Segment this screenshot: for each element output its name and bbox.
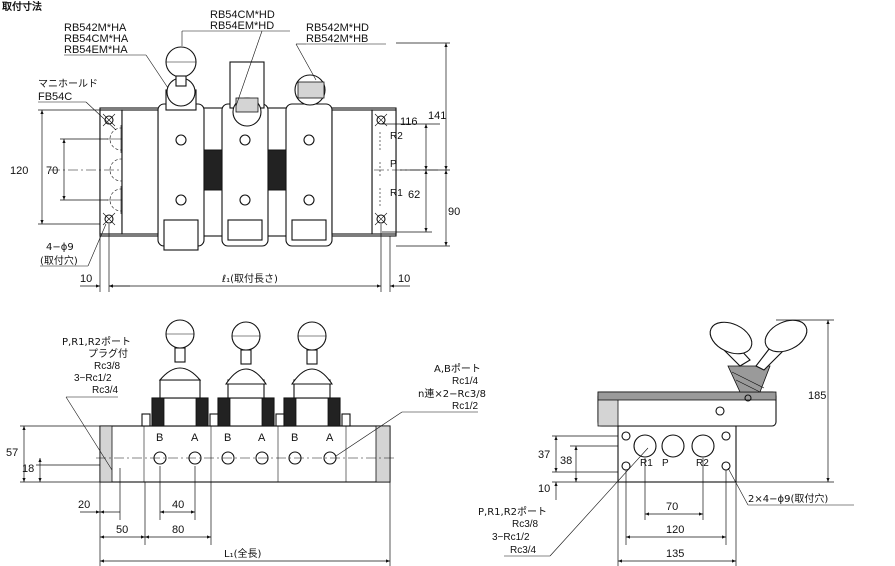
front-view: B A B A B A xyxy=(6,319,486,566)
dim-37: 37 xyxy=(538,449,550,461)
side-port-r2: R2 xyxy=(696,458,709,469)
dim-80: 80 xyxy=(172,524,184,536)
dim-18: 18 xyxy=(22,463,34,475)
dim-57: 57 xyxy=(6,447,18,459)
front-ports-label-4: 3−Rc1/2 xyxy=(74,373,112,384)
ab-ports-label-4: Rc1/2 xyxy=(452,401,479,412)
side-ports-label-1: P,R1,R2ポート xyxy=(478,506,547,518)
front-ports-label-1: P,R1,R2ポート xyxy=(62,336,131,348)
label-left-3: RB54EM*HA xyxy=(64,44,128,56)
front-port-b3: B xyxy=(291,432,298,444)
valve-body-1 xyxy=(139,46,223,251)
label-left-2: RB54CM*HA xyxy=(64,33,129,45)
front-ports-label-5: Rc3/4 xyxy=(92,385,119,396)
front-port-b1: B xyxy=(156,432,163,444)
valve-body-2 xyxy=(203,61,287,247)
label-right-2: RB542M*HB xyxy=(306,33,368,45)
front-port-dividers xyxy=(143,426,347,482)
dim-120-left: 120 xyxy=(10,165,28,177)
front-port-a2: A xyxy=(258,432,266,444)
dim-62: 62 xyxy=(408,189,420,201)
right-end-block xyxy=(371,109,397,235)
side-port-r1: R1 xyxy=(640,458,653,469)
manifold-label-jp: マニホールド xyxy=(38,78,98,90)
front-ports xyxy=(153,451,337,465)
side-manifold xyxy=(617,425,737,483)
dim-l1: ℓ₁(取付長さ) xyxy=(222,272,278,285)
ab-ports-label-1: A,Bポート xyxy=(434,363,481,375)
header-title: 取付寸法 xyxy=(2,0,42,13)
dim-10-left: 10 xyxy=(80,273,92,285)
dim-20: 20 xyxy=(78,499,90,511)
ab-ports-label-2: Rc1/4 xyxy=(452,376,479,387)
front-valve-2 xyxy=(217,321,275,427)
front-ports-label-3: Rc3/8 xyxy=(94,361,121,372)
dim-38: 38 xyxy=(560,455,572,467)
dim-10-side: 10 xyxy=(538,483,550,495)
dim-70-side: 70 xyxy=(666,501,678,513)
front-port-b2: B xyxy=(224,432,231,444)
front-port-a1: A xyxy=(191,432,199,444)
front-bolts xyxy=(141,413,351,427)
dim-185: 185 xyxy=(808,390,826,402)
port-p-label: P xyxy=(390,159,397,170)
dim-120-side: 120 xyxy=(666,524,684,536)
side-mount-label: 2×4−ϕ9(取付穴) xyxy=(748,492,828,505)
side-ports-label-2: Rc3/8 xyxy=(512,519,539,530)
dim-50: 50 xyxy=(116,524,128,536)
dim-135: 135 xyxy=(666,548,684,560)
port-r2-label: R2 xyxy=(390,131,403,142)
front-manifold xyxy=(99,425,391,483)
mounting-holes xyxy=(102,113,388,226)
manifold-label-code: FB54C xyxy=(38,91,72,103)
label-right-1: RB542M*HD xyxy=(306,22,369,34)
dim-40: 40 xyxy=(172,499,184,511)
top-view: R2 P R1 xyxy=(10,9,460,292)
side-ports xyxy=(633,434,715,458)
holes-label-1: 4−ϕ9 xyxy=(46,242,74,253)
dim-90: 90 xyxy=(448,206,460,218)
front-valve-3 xyxy=(283,321,341,427)
ab-ports-label-3: n連×2−Rc3/8 xyxy=(418,387,486,400)
side-dims: 185 37 38 10 70 120 135 xyxy=(538,319,834,566)
side-ports-label-3: 3−Rc1/2 xyxy=(492,532,530,543)
front-dims: 57 18 20 40 50 80 L₁(全長) xyxy=(6,425,391,566)
side-port-p: P xyxy=(662,458,669,469)
front-ports-label-2: プラグ付 xyxy=(88,347,128,360)
dim-70-left: 70 xyxy=(46,165,58,177)
side-handle xyxy=(709,319,808,402)
dim-116: 116 xyxy=(400,116,418,128)
port-r1-label: R1 xyxy=(390,188,403,199)
side-view: R1 P R2 2×4−ϕ9(取付穴) P,R1,R2ポート Rc3/8 3−R… xyxy=(478,319,854,566)
dim-l-total: L₁(全長) xyxy=(224,547,261,560)
dim-141: 141 xyxy=(428,110,446,122)
top-dims: 141 116 62 90 120 70 10 10 ℓ₁(取付長さ) xyxy=(10,42,460,292)
holes-label-2: (取付穴) xyxy=(40,254,78,267)
label-left-1: RB542M*HA xyxy=(64,22,127,34)
dim-10-right: 10 xyxy=(398,273,410,285)
label-mid-2: RB54EM*HD xyxy=(210,20,274,32)
front-valve-1 xyxy=(151,319,209,427)
side-ports-label-4: Rc3/4 xyxy=(510,545,537,556)
front-port-a3: A xyxy=(326,432,334,444)
label-mid-1: RB54CM*HD xyxy=(210,9,275,21)
